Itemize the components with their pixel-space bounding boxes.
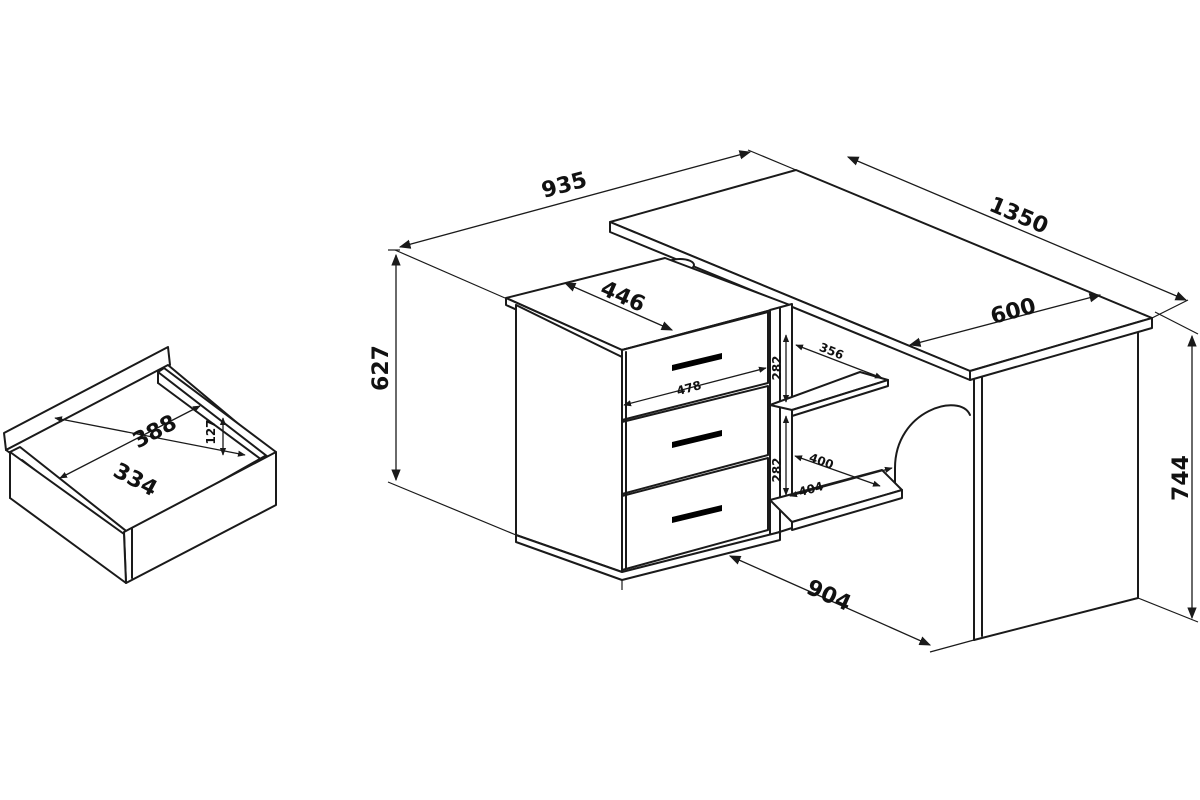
overall-width-line (846, 156, 1188, 301)
desk-height-label: 744 (1169, 455, 1194, 501)
upper-shelf-edge (791, 379, 889, 417)
desk-arch-cutout (894, 404, 971, 469)
shelf-height-upper-label: 282 (770, 355, 784, 380)
top-depth-line (908, 293, 1102, 347)
shelf-depth-lower-label: 400 (807, 450, 835, 472)
shelf-width-lower-line (789, 466, 893, 498)
cabinet-top-line (563, 282, 674, 331)
desk-drawing: 935 1350 600 446 627 744 904 478 282 (369, 149, 1199, 653)
drawer-height-label: 127 (204, 419, 218, 444)
cabinet-height-label: 627 (369, 345, 394, 391)
shelf-depth-upper-line (795, 344, 883, 379)
shelf-width-lower-label: 404 (797, 479, 825, 499)
overall-depth-line (398, 150, 752, 249)
cabinet-base (515, 531, 781, 581)
drawer-1-handle (672, 353, 722, 371)
drawer-front-label: 478 (675, 378, 703, 398)
drawer-2-handle (672, 430, 722, 448)
drawer-back-panel (3, 346, 171, 451)
drawer-width-line (59, 405, 201, 479)
lower-shelf-edge (791, 489, 903, 531)
overall-depth-label: 935 (539, 168, 590, 204)
drawer-3-handle (672, 505, 722, 523)
base-length-label: 904 (803, 575, 855, 617)
drawer-front-line (623, 366, 767, 407)
drawer-drawing: 388 334 127 (3, 346, 277, 584)
base-length-line (728, 555, 932, 646)
overall-width-label: 1350 (985, 193, 1051, 240)
desk-leg-panel (973, 327, 1139, 641)
shelf-height-lower-label: 282 (770, 457, 784, 482)
